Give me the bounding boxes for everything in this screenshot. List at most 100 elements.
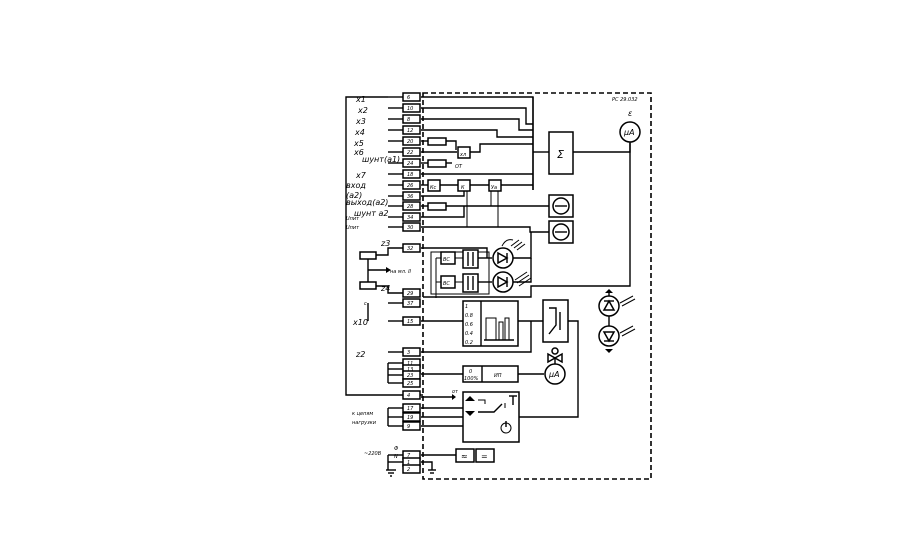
- terminal-pin-number: 23: [407, 373, 413, 379]
- label-x2: x2: [357, 106, 368, 115]
- wire-in-10: [421, 191, 465, 197]
- dc-symbol: =: [481, 452, 488, 461]
- ip-hundred: 100%: [464, 376, 479, 382]
- wire-x-out: [470, 143, 533, 153]
- right-diode-1-arrow-icon: [605, 289, 613, 293]
- wire-in-13: [421, 226, 549, 233]
- wire-in-5b: [446, 140, 457, 150]
- z-arrow-head: [386, 267, 391, 273]
- label-ot2: от: [452, 389, 459, 395]
- terminal-strip: 6108122022241826362834303229371531113232…: [402, 92, 421, 474]
- terminal-pin-number: 34: [407, 215, 413, 221]
- label-u-pit-plus: Uпит: [346, 216, 360, 222]
- wire-sum-meter: [573, 143, 631, 153]
- input-resistor-3: [427, 202, 447, 211]
- scale-mark-4: 0.4: [465, 331, 473, 337]
- label-vykhod-a2: выход(a2): [346, 198, 388, 207]
- bargraph-icon: [484, 317, 514, 341]
- terminal-pin-number: 10: [407, 106, 413, 112]
- ip-zero: 0: [469, 369, 472, 375]
- wire-in-3: [421, 118, 533, 131]
- label-na-ml: на мл. II: [390, 269, 412, 275]
- z4-resistor: [359, 281, 377, 290]
- label-k-tsepyam: к цепям: [352, 411, 373, 417]
- right-diode-1-triangle: [602, 299, 616, 311]
- input-resistor-1: [427, 137, 447, 146]
- block-k-label: К: [461, 185, 465, 191]
- wire-in-2: [421, 107, 533, 125]
- relay-group-frame: [430, 251, 490, 295]
- doc-code: РС 29.032: [612, 97, 638, 103]
- label-nagruzki: нагрузки: [352, 420, 377, 426]
- led-1-triangle: [497, 251, 509, 265]
- dc-block: [475, 448, 495, 463]
- ground-icon: [386, 469, 396, 477]
- label-shunt-a1: шунт(a1): [362, 155, 400, 164]
- terminal-pin-number: 6: [407, 95, 410, 101]
- wire-led1-out: [513, 232, 532, 259]
- terminal-pin-number: 26: [407, 183, 413, 189]
- wire-supply-neutral: [421, 461, 433, 470]
- switch-contact-icon: [548, 307, 557, 335]
- relay-up-arrow-icon: [465, 396, 475, 401]
- block-ks-label: Кс: [430, 185, 437, 191]
- led-1-rays-icon: [510, 239, 526, 251]
- terminal-pin-number: 17: [407, 406, 414, 412]
- label-x5: x5: [353, 139, 364, 148]
- led-2-rays-icon: [514, 271, 532, 287]
- terminal-pin-number: 2: [407, 467, 410, 473]
- label-supply: ~220В: [364, 451, 382, 457]
- relay-down-arrow-icon: [465, 411, 475, 416]
- summing-block: [548, 131, 574, 175]
- right-diode-2-rays-icon: [619, 325, 636, 337]
- label-x4: x4: [354, 128, 365, 137]
- terminal-pin-number: 3: [407, 350, 410, 356]
- label-z4: z4: [380, 284, 390, 293]
- terminal-pin-number: 29: [407, 291, 413, 297]
- block-bc1-label: ВС: [443, 257, 450, 263]
- scale-mark-3: 0.6: [465, 322, 473, 328]
- scale-mark-2: 0.8: [465, 313, 473, 319]
- label-z2: z2: [355, 350, 365, 359]
- ac-symbol: ≈: [461, 452, 468, 461]
- block-ra-label: Уа: [491, 185, 497, 191]
- terminal-pin: [402, 464, 421, 474]
- label-x10: x10: [352, 318, 368, 327]
- label-x3: x3: [355, 117, 366, 126]
- wire-z3-in: [421, 247, 488, 258]
- terminal-pin-number: 11: [407, 361, 413, 367]
- wire-led2-out: [513, 258, 532, 283]
- label-n: N: [394, 454, 398, 460]
- label-u-pit-minus: Uпит: [346, 225, 360, 231]
- terminal-pin-number: 15: [407, 319, 413, 325]
- terminal-pin: [402, 347, 421, 357]
- terminal-pin-number: 24: [407, 161, 413, 167]
- valve-knob-icon: [551, 347, 559, 355]
- wire-in-12: [421, 206, 465, 218]
- terminal-pin-number: 18: [407, 172, 413, 178]
- right-diode-2-arrow-icon: [605, 349, 613, 353]
- valve-right-icon: [553, 352, 563, 364]
- terminal-pin-number: 32: [407, 246, 413, 252]
- terminal-pin-number: 36: [407, 194, 413, 200]
- label-c: c: [364, 301, 367, 307]
- label-x1: x1: [355, 95, 366, 104]
- valve-left-icon: [547, 352, 557, 364]
- label-phi: Ф: [394, 446, 399, 452]
- terminal-pin-number: 9: [407, 424, 410, 430]
- terminal-pin-number: 12: [407, 128, 413, 134]
- wire-meter-return: [423, 142, 631, 298]
- label-ot: ОТ: [455, 164, 463, 170]
- scale-mark-5: 0.2: [465, 340, 473, 346]
- device-enclosure: [422, 92, 652, 480]
- scale-mark-1: 1: [465, 304, 468, 310]
- wire-switch-out: [519, 320, 579, 418]
- label-x7: x7: [355, 171, 367, 180]
- z3-resistor: [359, 251, 377, 260]
- relay-contact-b: [478, 403, 503, 413]
- microammeter-top-label: μA: [623, 128, 635, 137]
- terminal-pin-number: 25: [407, 381, 413, 387]
- label-vkhod: вход: [346, 181, 366, 190]
- relay-contact-2: [462, 273, 479, 293]
- terminal-pin-number: 13: [407, 367, 413, 373]
